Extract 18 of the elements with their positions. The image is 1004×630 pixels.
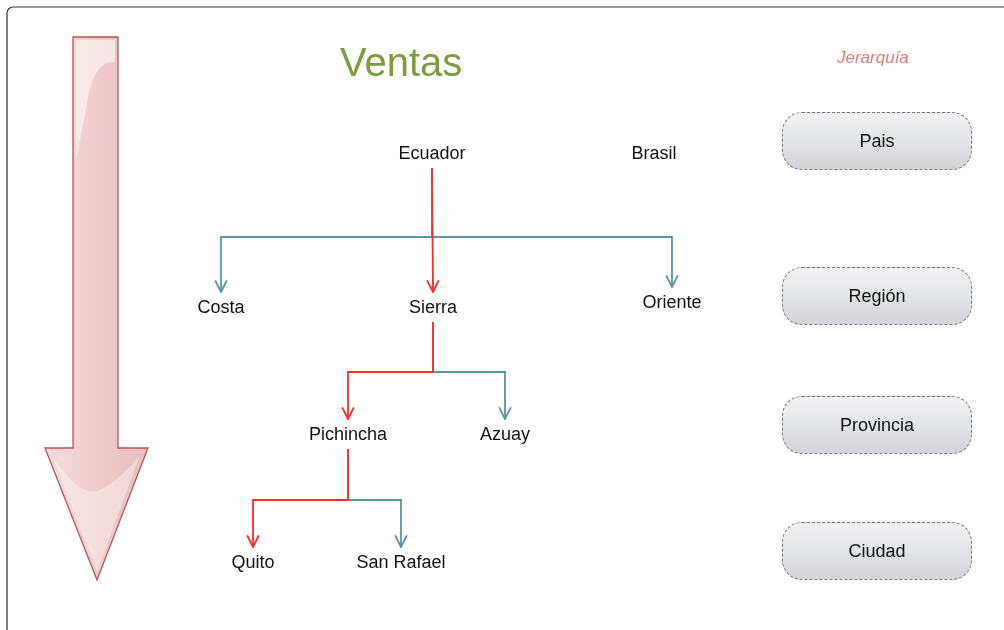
tree-label: Ecuador — [387, 138, 477, 168]
level-button: Provincia — [782, 396, 972, 454]
level-button: Ciudad — [782, 522, 972, 580]
arrow — [426, 167, 440, 293]
tree-label: Azuay — [470, 419, 540, 449]
tree-label: Pichincha — [298, 419, 398, 449]
tree-label: Oriente — [632, 287, 712, 317]
tree-label: San Rafael — [351, 547, 451, 577]
arrow — [341, 321, 434, 420]
tree-label: Quito — [223, 547, 283, 577]
level-button: Región — [782, 267, 972, 325]
tree-label: Sierra — [398, 292, 468, 322]
level-button: Pais — [782, 112, 972, 170]
tree-label: Costa — [186, 292, 256, 322]
arrow — [246, 448, 349, 548]
title: Ventas — [340, 40, 463, 85]
tree-label: Brasil — [614, 138, 694, 168]
heading: Jerarquía — [837, 48, 909, 68]
